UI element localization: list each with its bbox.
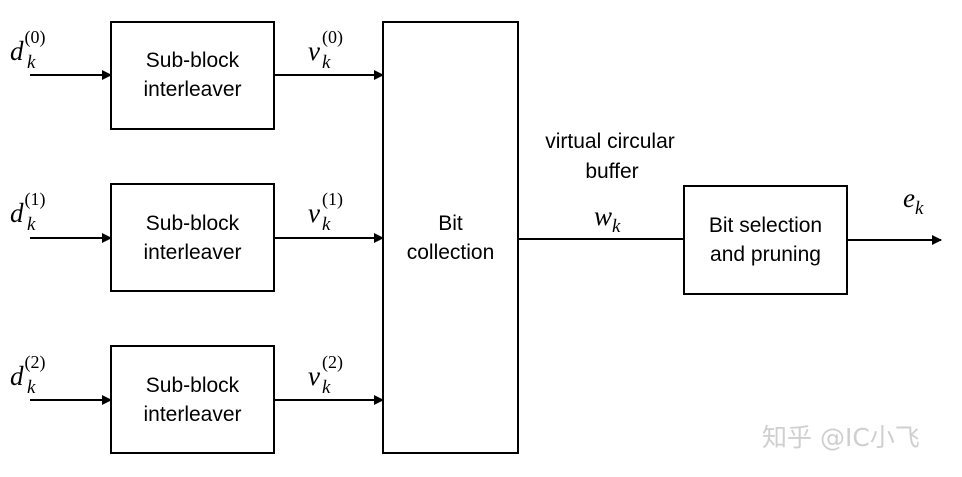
interleaver-1-line1: Sub-block [146, 212, 240, 235]
interleaver-block-0: Sub-block interleaver [110, 21, 275, 130]
interleaver-1-line2: interleaver [143, 241, 241, 264]
signal-v1: v(1)k [308, 189, 343, 235]
signal-d1: d(1)k [10, 189, 46, 235]
selection-line1: Bit selection [709, 214, 822, 237]
signal-e: ek [903, 183, 924, 219]
interleaver-0-line1: Sub-block [146, 49, 240, 72]
bit-selection-block: Bit selection and pruning [683, 185, 848, 295]
interleaver-2-line2: interleaver [143, 403, 241, 426]
interleaver-2-line1: Sub-block [146, 374, 240, 397]
buffer-label-line1: virtual circular [545, 130, 675, 153]
buffer-label-line2: buffer [585, 160, 638, 183]
watermark-text: 知乎 @IC小飞 [762, 423, 920, 452]
collection-line2: collection [407, 241, 495, 264]
interleaver-block-1: Sub-block interleaver [110, 183, 275, 292]
signal-d0: d(0)k [10, 27, 46, 73]
signal-w: wk [594, 201, 621, 237]
signal-v2: v(2)k [308, 352, 343, 398]
signal-v0: v(0)k [308, 27, 343, 73]
interleaver-block-2: Sub-block interleaver [110, 345, 275, 454]
selection-line2: and pruning [710, 243, 821, 266]
collection-line1: Bit [438, 212, 463, 235]
interleaver-0-line2: interleaver [143, 78, 241, 101]
signal-d2: d(2)k [10, 352, 46, 398]
bit-collection-block: Bit collection [382, 21, 519, 454]
